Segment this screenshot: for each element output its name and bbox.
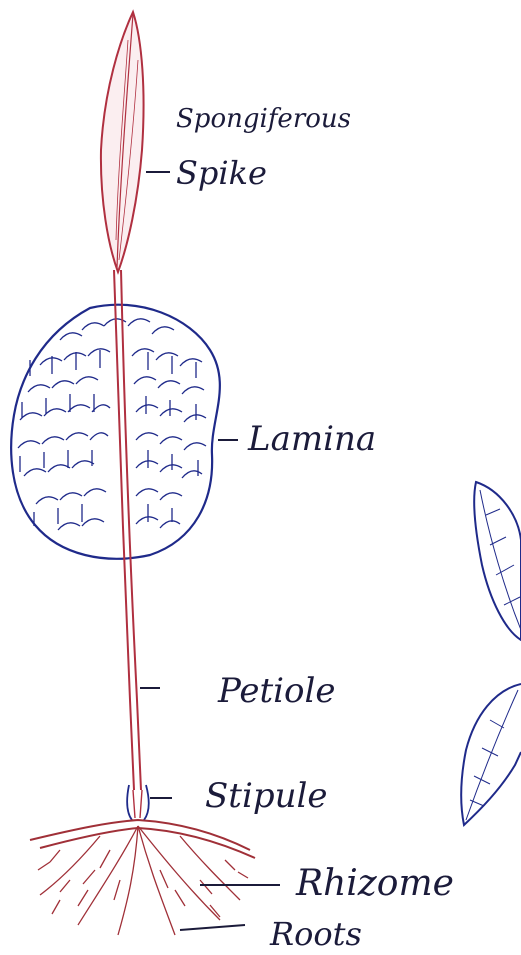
label-spike: Spike bbox=[176, 154, 267, 192]
label-sporangiferous: Spongiferous bbox=[176, 104, 351, 134]
label-petiole: Petiole bbox=[217, 671, 335, 711]
label-roots: Roots bbox=[269, 915, 362, 953]
label-rhizome: Rhizome bbox=[295, 863, 454, 904]
label-lamina: Lamina bbox=[247, 419, 376, 459]
label-stipule: Stipule bbox=[205, 776, 328, 816]
